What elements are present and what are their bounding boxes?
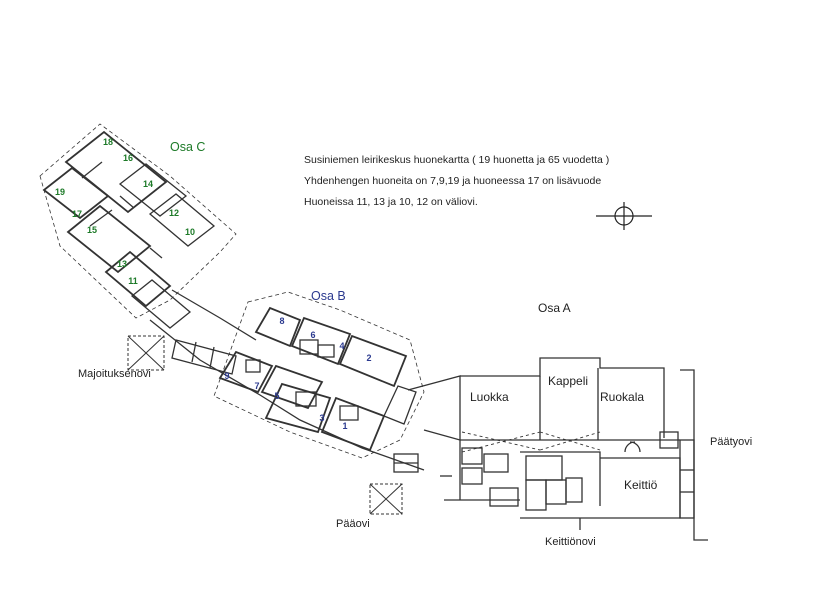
room-number-15: 15 <box>86 225 98 235</box>
room-number-12: 12 <box>168 208 180 218</box>
info-text: Susiniemen leirikeskus huonekartta ( 19 … <box>304 150 609 213</box>
room-number-1: 1 <box>342 421 348 431</box>
corridor <box>149 289 425 471</box>
entrance-canopies <box>127 335 403 515</box>
compass-icon <box>596 202 652 230</box>
door-keittionovi: Keittiönovi <box>545 536 596 548</box>
sliding-wall <box>461 431 601 453</box>
entrance-lobby <box>393 453 419 473</box>
section-label-b: Osa B <box>311 289 346 303</box>
wing-b <box>213 291 425 459</box>
info-line-3: Huoneissa 11, 13 ja 10, 12 on väliovi. <box>304 196 478 208</box>
section-label-a: Osa A <box>538 301 571 315</box>
space-keittio: Keittiö <box>624 478 658 492</box>
wing-a <box>407 357 708 541</box>
room-number-18: 18 <box>102 137 114 147</box>
room-number-3: 3 <box>319 413 325 423</box>
info-line-1: Susiniemen leirikeskus huonekartta ( 19 … <box>304 154 610 166</box>
door-paaovi: Pääovi <box>336 518 370 530</box>
room-number-10: 10 <box>184 227 196 237</box>
door-majoituksenovi: Majoituksenovi <box>78 368 151 380</box>
room-number-7: 7 <box>254 381 260 391</box>
room-number-5: 5 <box>274 391 280 401</box>
room-number-19: 19 <box>54 187 66 197</box>
room-number-14: 14 <box>142 179 154 189</box>
door-paatyovi: Päätyovi <box>710 436 753 448</box>
space-luokka: Luokka <box>470 390 509 404</box>
room-number-8: 8 <box>279 316 285 326</box>
wing-c <box>39 123 237 329</box>
room-number-11: 11 <box>128 276 138 286</box>
info-line-2: Yhdenhengen huoneita on 7,9,19 ja huonee… <box>304 175 602 187</box>
room-number-2: 2 <box>366 353 372 363</box>
room-number-9: 9 <box>224 371 230 381</box>
room-number-17: 17 <box>71 209 83 219</box>
room-number-13: 13 <box>116 259 128 269</box>
section-label-c: Osa C <box>170 140 206 154</box>
room-number-6: 6 <box>310 330 316 340</box>
space-ruokala: Ruokala <box>600 390 645 404</box>
space-kappeli: Kappeli <box>548 374 589 388</box>
room-number-16: 16 <box>122 153 134 163</box>
room-number-4: 4 <box>339 341 345 351</box>
